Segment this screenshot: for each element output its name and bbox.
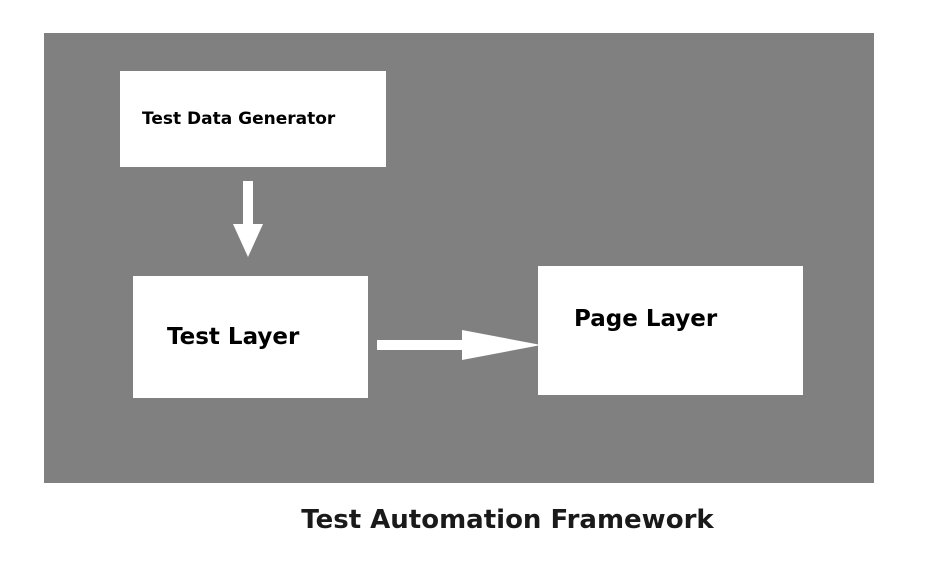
node-label: Test Data Generator [142,109,336,129]
arrow-generator-to-test-layer [233,181,263,257]
node-test-layer: Test Layer [133,276,368,398]
node-page-layer: Page Layer [538,266,803,395]
node-test-data-generator: Test Data Generator [120,71,386,167]
node-label: Page Layer [574,306,718,332]
connectors [233,181,541,360]
diagram-panel: Test Data Generator Test Layer Page Laye… [44,33,874,483]
node-label: Test Layer [167,324,300,350]
diagram-caption: Test Automation Framework [301,505,714,535]
arrow-test-layer-to-page-layer [377,330,541,360]
